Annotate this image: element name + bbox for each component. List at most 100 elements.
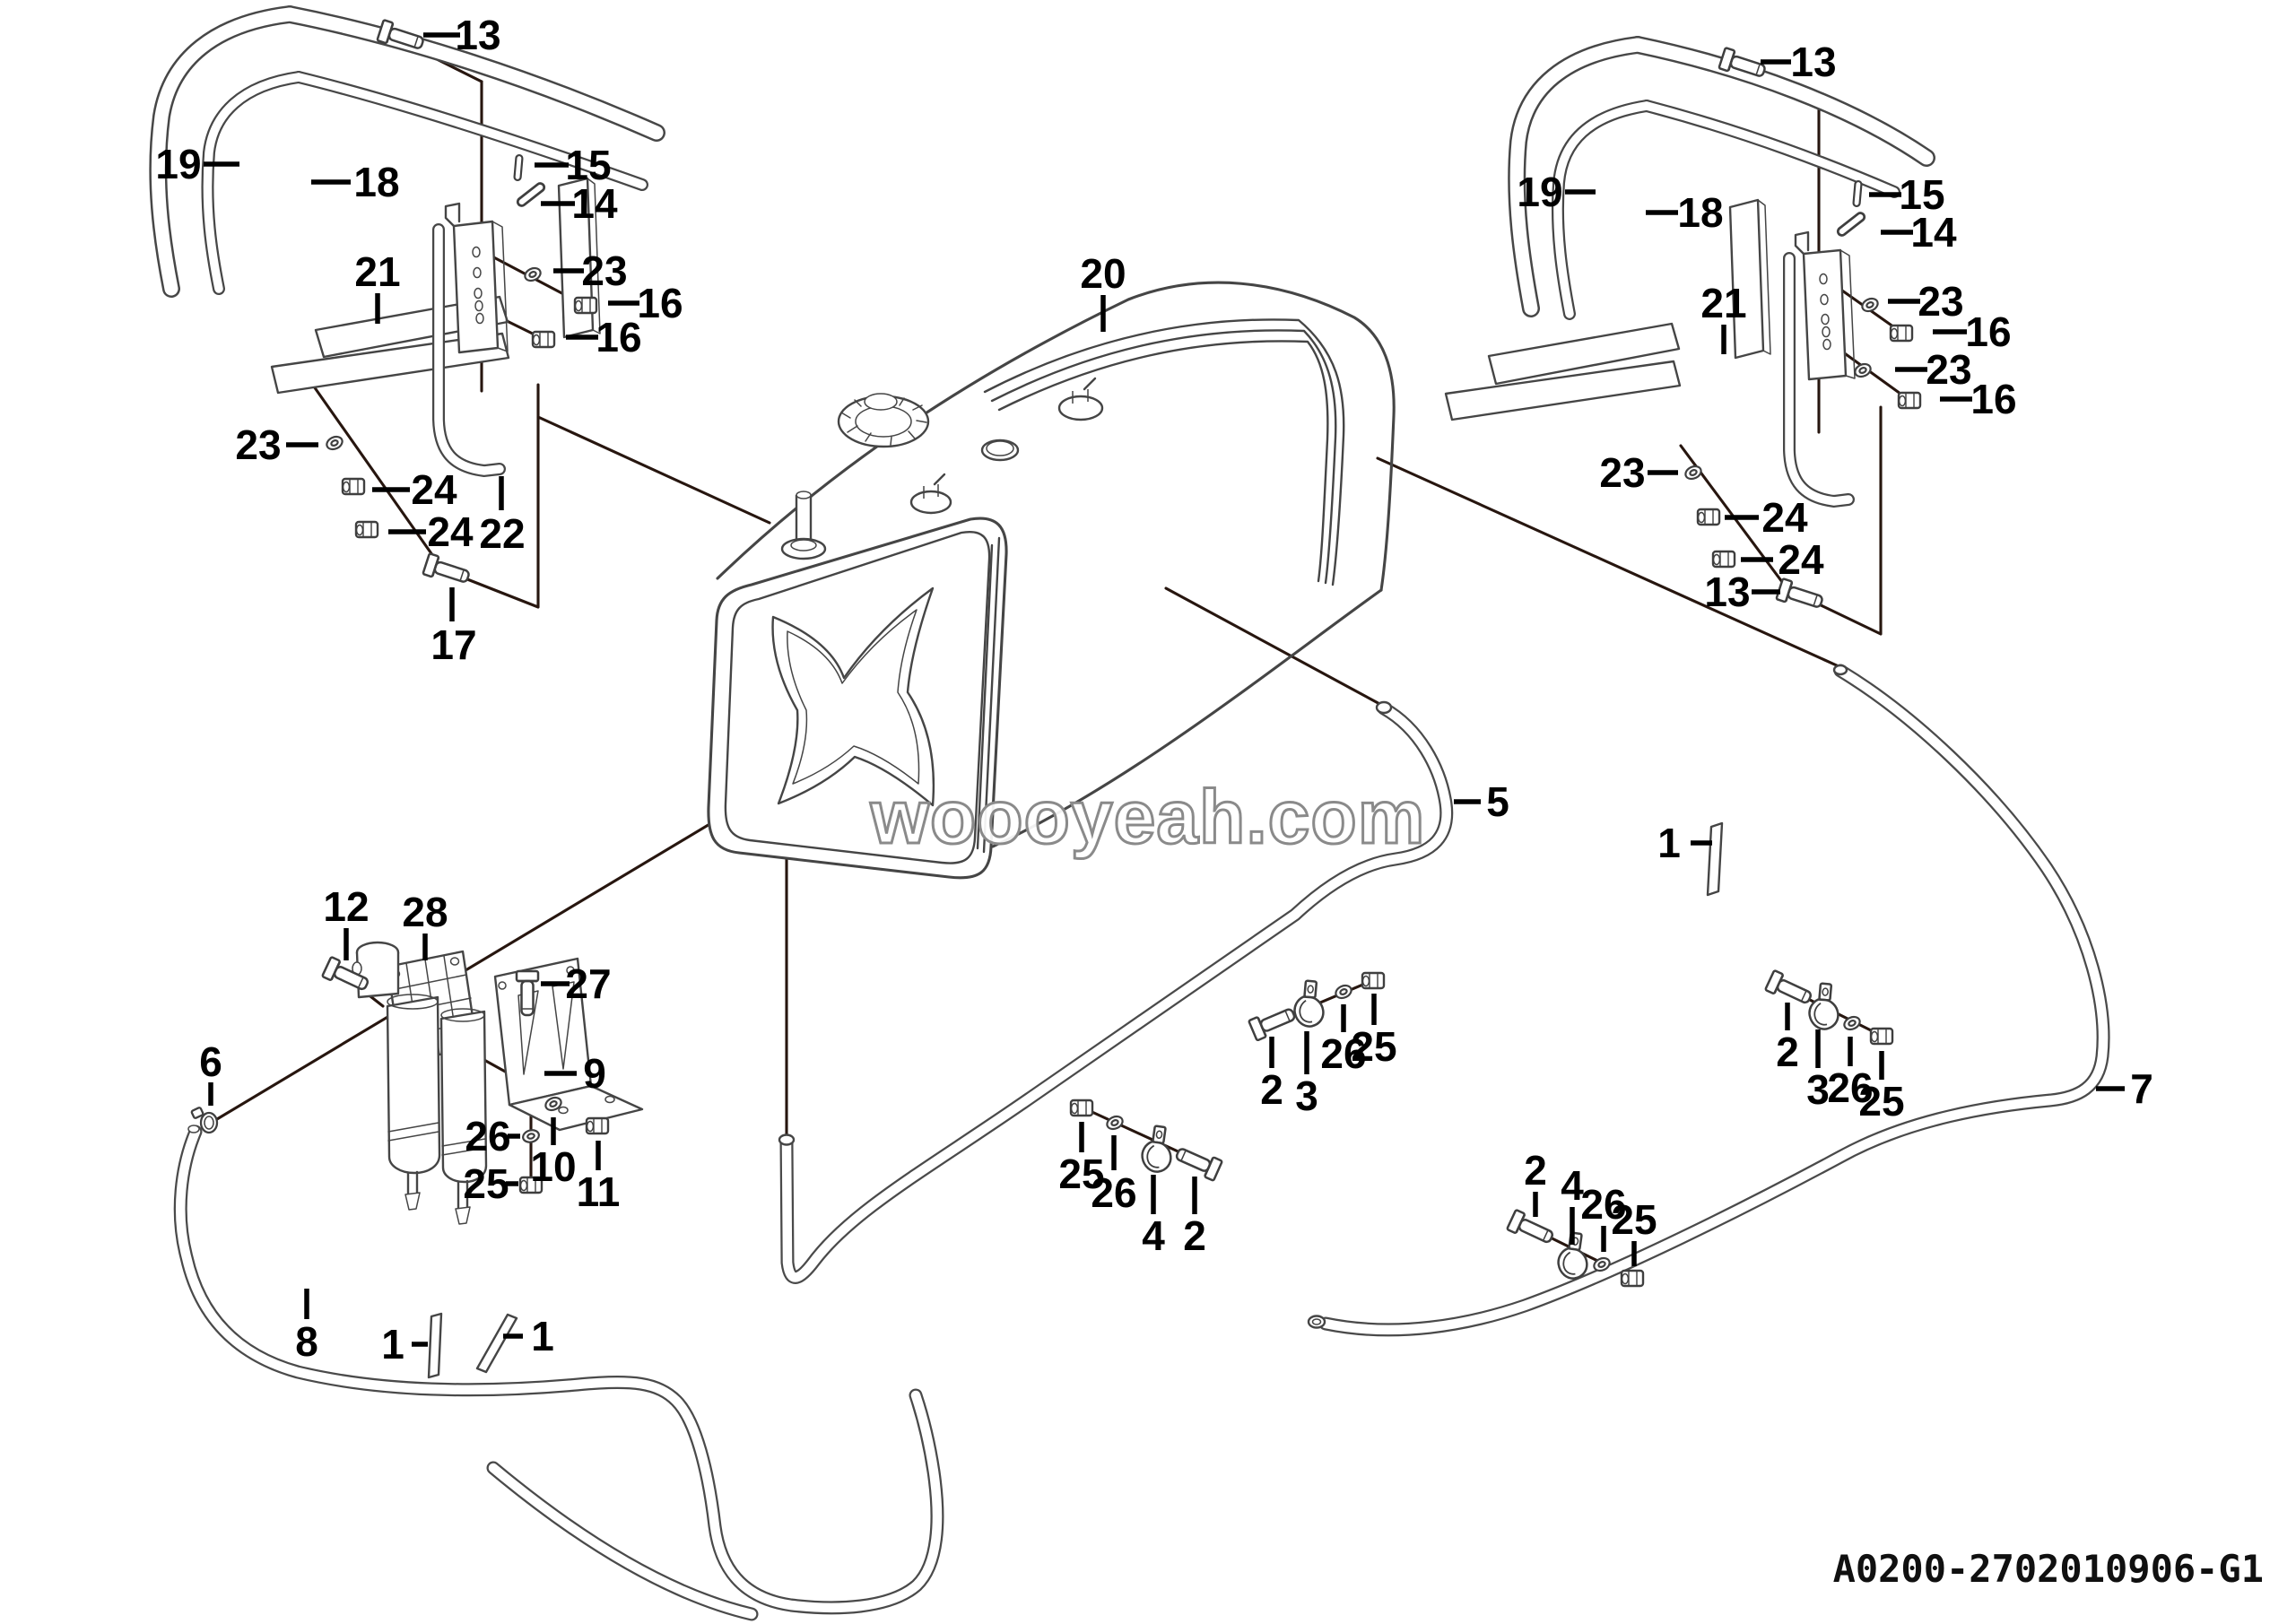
- svg-text:5: 5: [1486, 778, 1509, 825]
- callout-20: 20: [1080, 250, 1126, 332]
- callout-24b-left: 24: [388, 508, 474, 555]
- svg-text:14: 14: [1910, 209, 1957, 256]
- svg-text:1: 1: [531, 1313, 554, 1359]
- svg-text:17: 17: [430, 621, 476, 668]
- svg-text:2: 2: [1776, 1029, 1799, 1075]
- svg-text:13: 13: [1704, 569, 1750, 615]
- vent-fitting-rear: [1057, 377, 1104, 421]
- callout-25-c3: 25: [1858, 1051, 1905, 1125]
- nut-25-c4: [1620, 1269, 1645, 1288]
- nut-25-c2: [1361, 971, 1386, 990]
- strap-hook-bracket-left: [432, 223, 506, 478]
- drawing-number: A0200-2702010906-G1: [1833, 1547, 2264, 1591]
- tank-strap-outer-right: [1508, 36, 1935, 317]
- callout-16a-right: 16: [1933, 308, 2012, 355]
- callout-25-c2: 25: [1351, 994, 1397, 1070]
- svg-text:23: 23: [1599, 449, 1645, 496]
- svg-text:21: 21: [354, 248, 400, 295]
- nut-11: [585, 1116, 610, 1135]
- tank-strap-inner-right: [1551, 100, 1900, 320]
- callout-11: 11: [577, 1141, 621, 1215]
- svg-text:25: 25: [1351, 1023, 1396, 1070]
- callout-28: 28: [402, 889, 448, 960]
- callout-18-left: 18: [311, 159, 400, 205]
- nut-24a-right: [1696, 508, 1721, 526]
- callout-23a-right: 23: [1888, 278, 1964, 325]
- callout-8: 8: [295, 1289, 318, 1365]
- nut-24b-left: [354, 520, 379, 539]
- rubber-strip-1a: [427, 1312, 443, 1379]
- callout-21-left: 21: [354, 248, 401, 324]
- svg-text:14: 14: [571, 180, 618, 227]
- svg-text:4: 4: [1561, 1162, 1584, 1209]
- callout-9: 9: [544, 1050, 606, 1097]
- callout-2-c3: 2: [1776, 1003, 1799, 1075]
- callout-23c-right: 23: [1895, 346, 1972, 393]
- svg-text:1: 1: [381, 1321, 404, 1368]
- callout-3-c3: 3: [1806, 1029, 1830, 1113]
- tank-face-edge-hatch: [976, 536, 1001, 854]
- svg-text:4: 4: [1142, 1212, 1165, 1259]
- svg-text:26: 26: [465, 1113, 510, 1159]
- svg-text:24: 24: [1761, 494, 1808, 541]
- nut-24a-left: [341, 477, 366, 496]
- callout-16a-left: 16: [608, 280, 683, 326]
- svg-text:16: 16: [637, 280, 683, 326]
- watermark: woooyeah.com: [870, 775, 1426, 859]
- fuel-line-5: [778, 700, 1454, 1284]
- callout-25-c1: 25: [1058, 1122, 1105, 1197]
- svg-text:3: 3: [1295, 1073, 1318, 1119]
- callout-25-c4: 25: [1611, 1196, 1657, 1266]
- callout-6: 6: [199, 1038, 222, 1106]
- callout-26-c3: 26: [1827, 1037, 1874, 1111]
- callout-23b-left: 23: [235, 421, 318, 468]
- callout-26-c1: 26: [1091, 1135, 1137, 1216]
- svg-text:2: 2: [1183, 1212, 1206, 1259]
- callout-27: 27: [541, 960, 612, 1007]
- svg-text:18: 18: [353, 159, 399, 205]
- svg-text:12: 12: [323, 883, 369, 930]
- svg-text:27: 27: [565, 960, 611, 1007]
- svg-text:25: 25: [1058, 1151, 1104, 1197]
- fuel-line-8-tail: [486, 1461, 759, 1621]
- callout-1-right: 1: [1657, 820, 1712, 866]
- callout-23b-right: 23: [1599, 449, 1678, 496]
- callout-17-left: 17: [430, 587, 477, 668]
- svg-text:25: 25: [1611, 1196, 1657, 1243]
- callout-26-c2: 26: [1320, 1004, 1367, 1077]
- svg-text:16: 16: [1965, 308, 2011, 355]
- callout-12: 12: [323, 883, 370, 960]
- svg-text:24: 24: [411, 466, 457, 513]
- callout-15-left: 15: [535, 142, 612, 188]
- callout-13-right: 13: [1761, 39, 1837, 85]
- callout-24a-left: 24: [372, 466, 457, 513]
- callout-24a-right: 24: [1725, 494, 1808, 541]
- callout-4-c1: 4: [1142, 1175, 1165, 1259]
- svg-text:23: 23: [1926, 346, 1971, 393]
- nut-25-c1: [1069, 1099, 1094, 1117]
- filter-element-1: [386, 994, 441, 1211]
- svg-text:3: 3: [1806, 1066, 1830, 1113]
- vent-fitting-front: [909, 473, 952, 515]
- svg-text:24: 24: [1778, 536, 1824, 583]
- callout-2-c4: 2: [1524, 1147, 1547, 1217]
- callout-4-c4: 4: [1561, 1162, 1584, 1245]
- svg-text:13: 13: [455, 12, 500, 58]
- svg-text:24: 24: [427, 508, 474, 555]
- callout-1a: 1: [381, 1321, 428, 1368]
- callout-22-left: 22: [479, 476, 526, 557]
- strap-hook-bracket-right: [1783, 252, 1855, 508]
- svg-text:23: 23: [1918, 278, 1963, 325]
- fuel-line-7: [1307, 664, 2110, 1337]
- svg-text:15: 15: [1899, 171, 1944, 218]
- svg-text:19: 19: [155, 141, 201, 187]
- nut-24b-right: [1711, 550, 1736, 569]
- svg-text:2: 2: [1524, 1147, 1547, 1194]
- svg-text:11: 11: [577, 1168, 621, 1215]
- svg-text:18: 18: [1677, 189, 1723, 236]
- svg-text:25: 25: [463, 1160, 509, 1207]
- filler-cap: [837, 393, 930, 448]
- strap-adjuster-channel-left: [444, 202, 509, 354]
- svg-text:8: 8: [295, 1318, 318, 1365]
